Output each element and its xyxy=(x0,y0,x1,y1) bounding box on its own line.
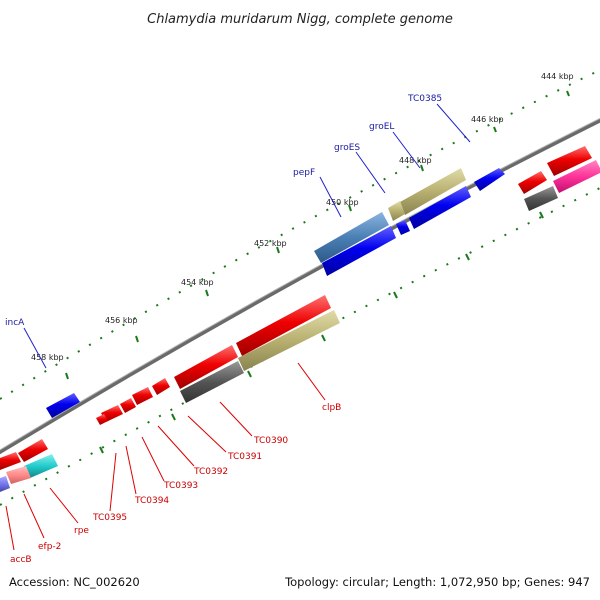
gene-label-pepf[interactable]: pepF xyxy=(293,168,315,178)
leader-inca xyxy=(23,327,47,369)
ruler-tick-444 xyxy=(566,90,570,97)
ruler-tick-446 xyxy=(493,126,497,133)
ruler-tick-lower-4 xyxy=(321,334,326,342)
gene-label-clpb[interactable]: clpB xyxy=(322,403,341,413)
ruler-label-456: 456 kbp xyxy=(105,316,138,325)
ruler-tick-450 xyxy=(348,204,352,212)
ruler-tick-lower-2 xyxy=(465,253,470,261)
ruler-tick-lower-6 xyxy=(171,413,176,421)
gene-label-tc0392[interactable]: TC0392 xyxy=(193,467,228,477)
gene-label-inca[interactable]: incA xyxy=(5,318,25,328)
ruler-upper xyxy=(0,69,600,400)
gene-tc0395-feature[interactable] xyxy=(96,414,108,425)
bottom-gene-labels xyxy=(5,362,326,551)
ruler-label-448: 448 kbp xyxy=(399,156,432,165)
gene-pepf-feature[interactable] xyxy=(314,212,389,263)
gene-tc0392-feature[interactable] xyxy=(132,387,153,405)
leader-groes xyxy=(355,151,386,194)
map-title: Chlamydia muridarum Nigg, complete genom… xyxy=(147,12,453,27)
leader-accb xyxy=(5,505,15,551)
gene-label-groes[interactable]: groES xyxy=(334,143,360,153)
gene-pepf-strand[interactable] xyxy=(322,226,396,276)
gene-efp2-feature[interactable] xyxy=(0,452,21,470)
ruler-tick-lower-1 xyxy=(539,211,544,219)
gene-tc0394-feature[interactable] xyxy=(101,405,123,422)
leader-tc0390 xyxy=(219,401,253,437)
leader-tc0394 xyxy=(125,445,137,495)
accession-text: Accession: NC_002620 xyxy=(9,575,140,589)
ruler-label-444: 444 kbp xyxy=(541,72,574,81)
ruler-label-446: 446 kbp xyxy=(471,115,504,124)
genome-stats-text: Topology: circular; Length: 1,072,950 bp… xyxy=(284,575,590,589)
top-gene-labels xyxy=(23,103,471,369)
gene-accb-cog[interactable] xyxy=(0,476,10,492)
gene-label-accb[interactable]: accB xyxy=(10,555,32,565)
forward-features xyxy=(46,146,592,418)
gene-clpb-cog[interactable] xyxy=(238,310,340,371)
ruler-lower xyxy=(0,187,600,506)
gene-label-tc0393[interactable]: TC0393 xyxy=(163,481,198,491)
ruler-label-452: 452 kbp xyxy=(254,239,287,248)
gene-label-tc0391[interactable]: TC0391 xyxy=(227,452,262,462)
reverse-gene-right-1[interactable] xyxy=(524,186,558,211)
ruler-label-458: 458 kbp xyxy=(31,353,64,362)
ruler-tick-448 xyxy=(420,164,424,172)
gene-tc0385-feature[interactable] xyxy=(474,168,505,191)
gene-tc0390-feature[interactable] xyxy=(174,345,238,389)
ruler-tick-458 xyxy=(65,372,69,380)
gene-groel-feature[interactable] xyxy=(400,168,466,215)
gene-label-tc0390[interactable]: TC0390 xyxy=(253,436,288,446)
forward-gene-right-2[interactable] xyxy=(547,146,592,176)
ruler-tick-454 xyxy=(205,289,209,297)
ruler-dots-upper xyxy=(0,69,600,400)
gene-groes-feature[interactable] xyxy=(388,201,405,221)
gene-tc0391-feature[interactable] xyxy=(152,378,170,395)
reverse-gene-right-2[interactable] xyxy=(553,160,600,193)
leader-groel xyxy=(392,131,421,169)
reverse-features xyxy=(0,160,600,492)
gene-inca-feature[interactable] xyxy=(46,393,80,418)
forward-gene-right-1[interactable] xyxy=(518,171,547,194)
leader-rpe xyxy=(49,487,79,524)
gene-label-rpe[interactable]: rpe xyxy=(74,526,89,536)
leader-tc0393 xyxy=(141,436,165,482)
ruler-tick-452 xyxy=(276,246,280,254)
ruler-tick-lower-3 xyxy=(393,291,398,299)
gene-rpe-feature[interactable] xyxy=(18,439,48,462)
gene-rpe-cog[interactable] xyxy=(24,454,58,478)
ruler-label-454: 454 kbp xyxy=(181,278,214,287)
leader-efp2 xyxy=(23,493,45,539)
ruler-label-450: 450 kbp xyxy=(326,198,359,207)
gene-label-groel[interactable]: groEL xyxy=(369,122,394,132)
genome-backbone-highlight xyxy=(0,117,600,451)
leader-tc0385 xyxy=(436,103,471,143)
gene-clpb-feature[interactable] xyxy=(236,295,331,356)
ruler-tick-lower-5 xyxy=(247,370,252,378)
gene-label-tc0385[interactable]: TC0385 xyxy=(407,94,442,104)
genome-backbone xyxy=(0,118,600,455)
gene-efp2-cog[interactable] xyxy=(6,466,31,484)
gene-groes-strand[interactable] xyxy=(396,220,410,235)
ruler-tick-456 xyxy=(135,335,139,343)
gene-groel-strand[interactable] xyxy=(409,186,471,229)
gene-tc0393-feature[interactable] xyxy=(120,398,136,413)
gene-tc0390-cog[interactable] xyxy=(180,361,244,403)
leader-tc0392 xyxy=(157,425,195,467)
leader-tc0391 xyxy=(187,415,227,453)
ruler-tick-lower-7 xyxy=(99,446,104,454)
leader-tc0395 xyxy=(109,452,117,512)
ruler-dots-lower xyxy=(0,187,600,506)
gene-label-tc0395[interactable]: TC0395 xyxy=(92,513,127,523)
leader-pepf xyxy=(319,176,342,218)
gene-label-tc0394[interactable]: TC0394 xyxy=(134,496,169,506)
gene-label-efp2[interactable]: efp-2 xyxy=(38,542,61,552)
leader-clpb xyxy=(297,362,326,401)
